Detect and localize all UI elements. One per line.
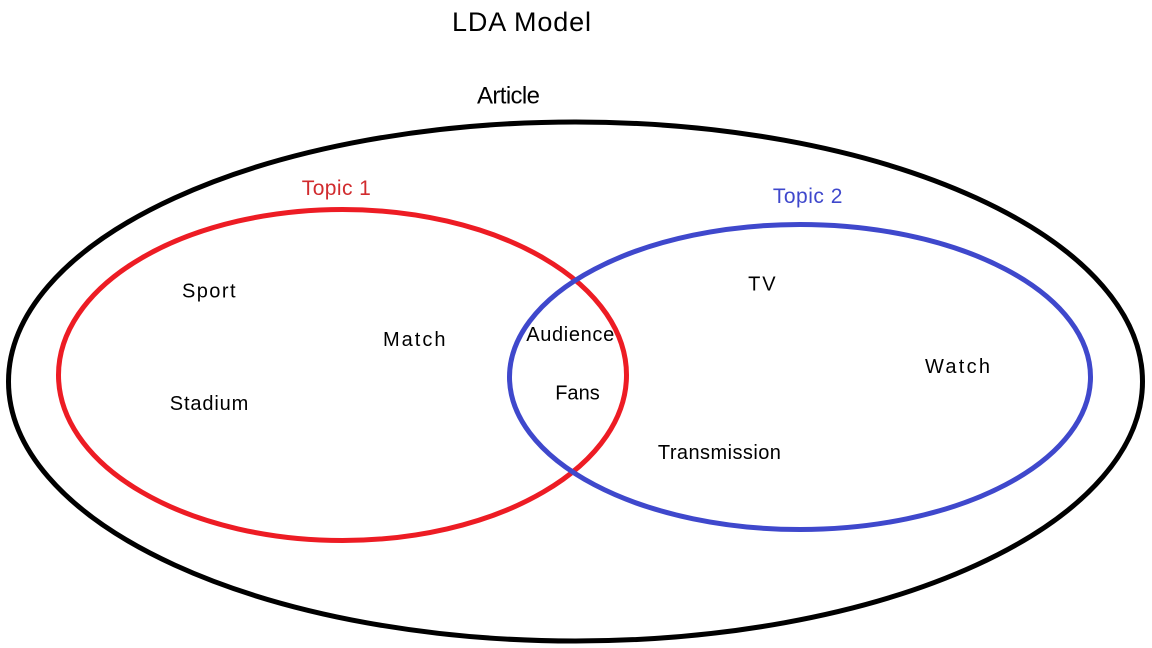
svg-text:TV: TV <box>748 274 776 296</box>
svg-text:Match: Match <box>383 329 446 351</box>
svg-text:Fans: Fans <box>555 382 600 404</box>
svg-text:Audience: Audience <box>526 324 614 346</box>
svg-text:LDA Model: LDA Model <box>452 7 591 37</box>
svg-text:Stadium: Stadium <box>170 393 249 415</box>
svg-text:Sport: Sport <box>182 281 236 303</box>
svg-text:Transmission: Transmission <box>658 442 781 464</box>
svg-text:Topic 2: Topic 2 <box>773 185 843 208</box>
svg-text:Topic 1: Topic 1 <box>302 177 371 200</box>
svg-text:Article: Article <box>477 83 540 110</box>
